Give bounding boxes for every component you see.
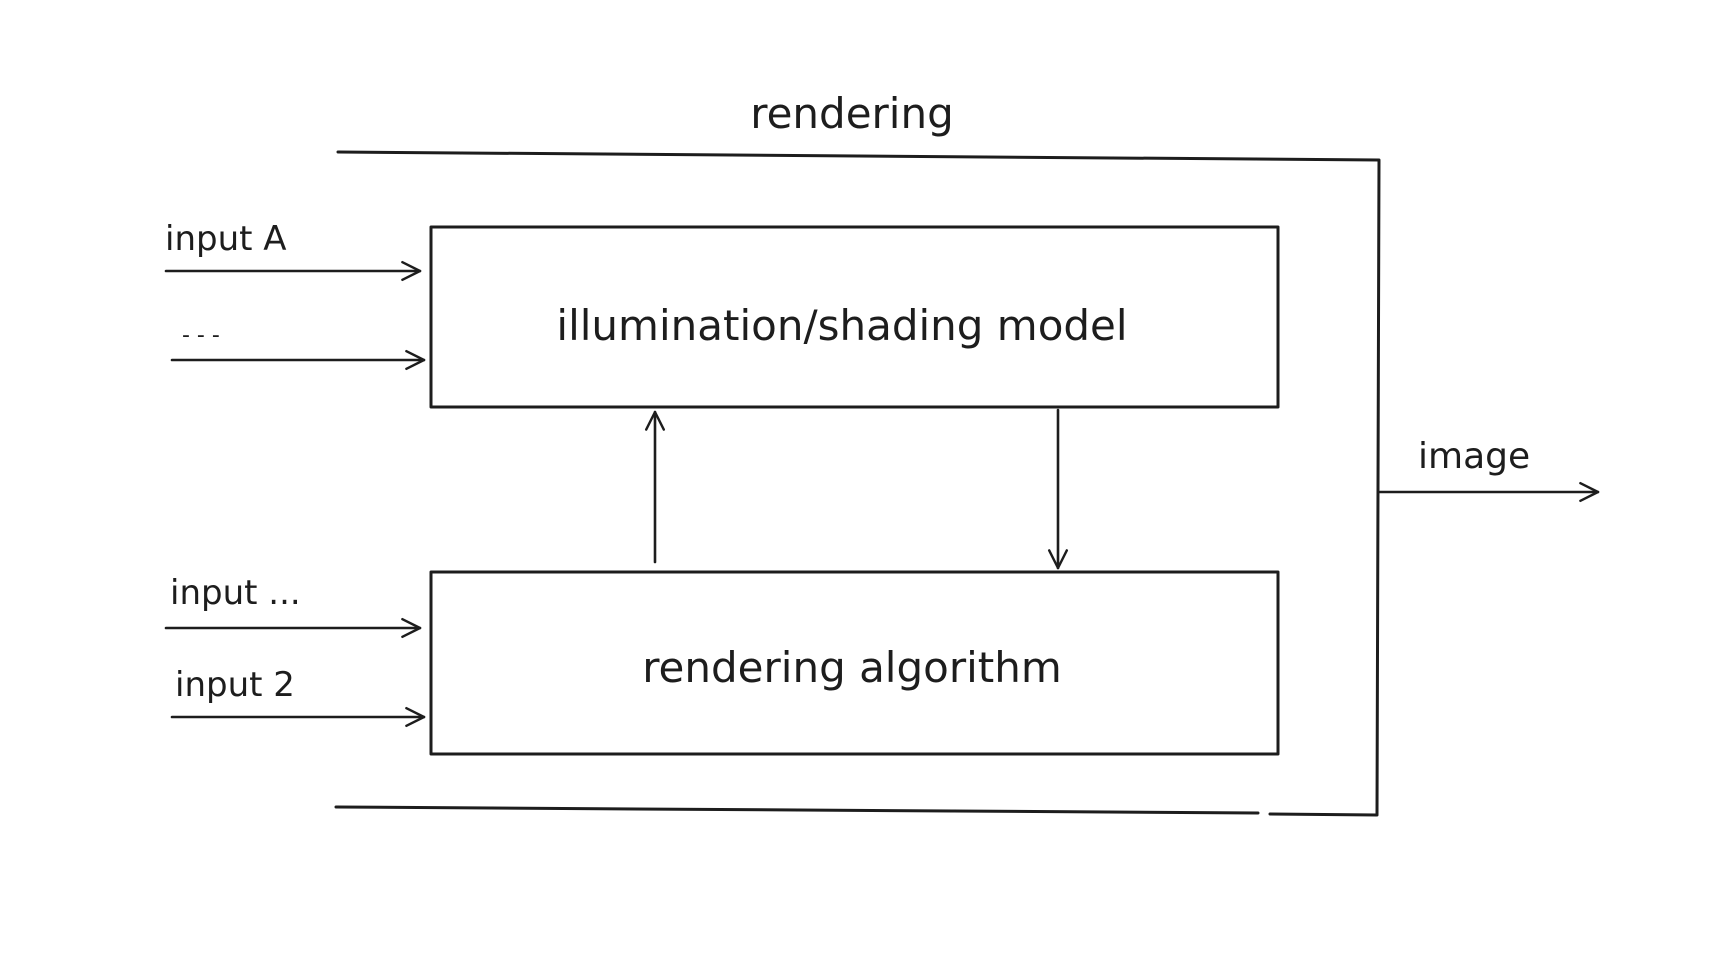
rendering-algorithm-label: rendering algorithm <box>642 643 1062 692</box>
illumination-model-box <box>429 225 1280 409</box>
outer-rendering-box <box>334 150 1381 817</box>
rendering-algorithm-box <box>429 570 1280 756</box>
output-image-label: image <box>1418 436 1530 477</box>
input-middle-label: input ... <box>170 573 301 613</box>
input-a-label: input A <box>165 219 287 259</box>
input-ellipsis-label: - - - <box>182 323 220 348</box>
illumination-model-label: illumination/shading model <box>556 301 1127 350</box>
outer-box-label: rendering <box>750 89 954 138</box>
input-two-label: input 2 <box>175 665 295 705</box>
